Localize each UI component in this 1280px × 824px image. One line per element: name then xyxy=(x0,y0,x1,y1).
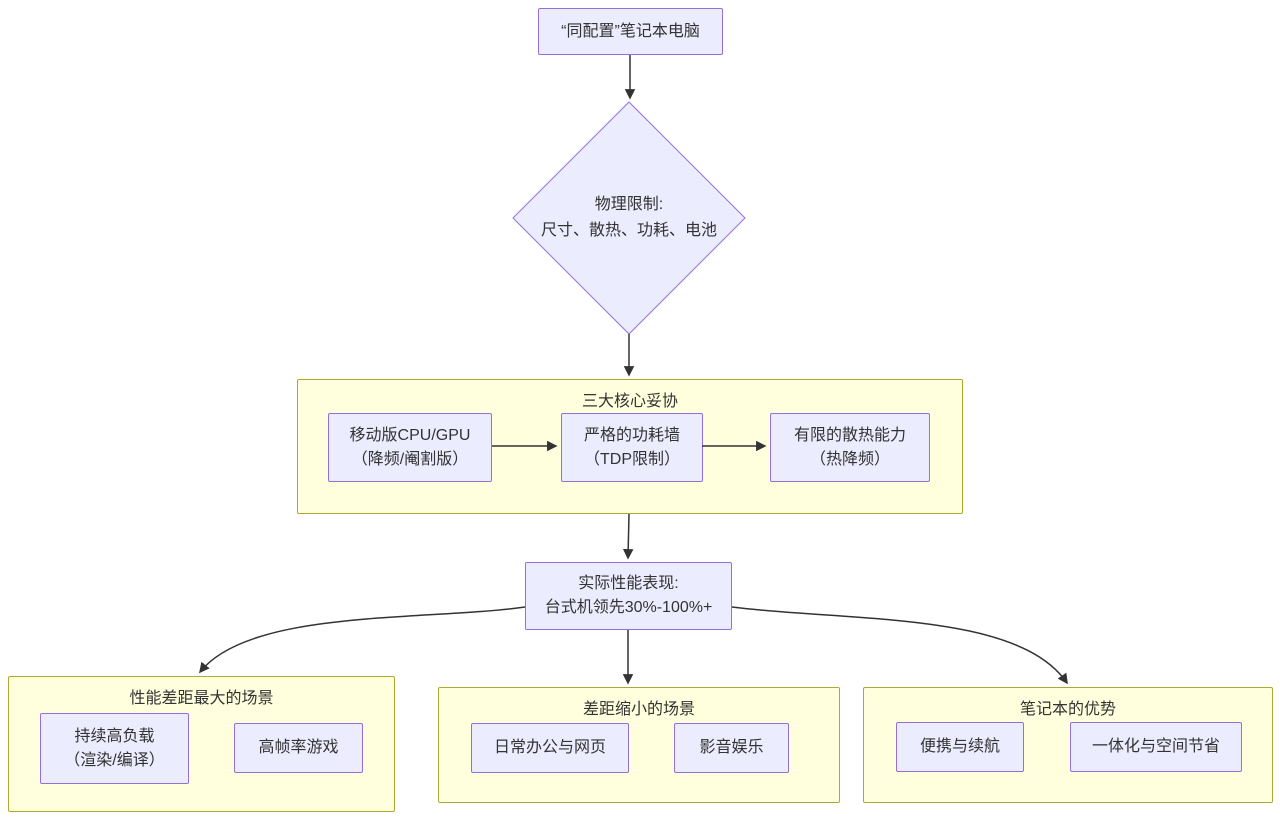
node-same-config-laptop[interactable]: “同配置”笔记本电脑 xyxy=(538,8,723,55)
decision-label: 物理限制: 尺寸、散热、功耗、电池 xyxy=(505,192,753,244)
node-daily-office-web[interactable]: 日常办公与网页 xyxy=(471,723,629,773)
node-line: 便携与续航 xyxy=(919,738,1000,755)
group-laptop-advantages: 笔记本的优势 便携与续航 一体化与空间节省 xyxy=(863,687,1273,803)
node-line: 物理限制: xyxy=(594,196,664,213)
group-title: 笔记本的优势 xyxy=(1019,701,1116,718)
group-title: 三大核心妥协 xyxy=(581,393,678,410)
node-line: 严格的功耗墙 xyxy=(583,426,680,444)
node-mobile-cpu-gpu[interactable]: 移动版CPU/GPU （降频/阉割版） xyxy=(328,413,492,482)
node-line: （降频/阉割版） xyxy=(351,450,469,468)
group-title: 差距缩小的场景 xyxy=(582,701,695,718)
node-line: 台式机领先30%-100%+ xyxy=(544,599,713,616)
node-line: 持续高负载 xyxy=(74,727,155,745)
node-line: 尺寸、散热、功耗、电池 xyxy=(540,222,717,239)
node-line: （渲染/编译） xyxy=(64,751,165,769)
node-portability-battery[interactable]: 便携与续航 xyxy=(896,722,1024,772)
node-performance-result[interactable]: 实际性能表现: 台式机领先30%-100%+ xyxy=(525,562,732,630)
node-integration-space-saving[interactable]: 一体化与空间节省 xyxy=(1070,722,1242,772)
node-label: “同配置”笔记本电脑 xyxy=(561,22,700,40)
group-narrowed-gap-scenarios: 差距缩小的场景 日常办公与网页 影音娱乐 xyxy=(438,687,840,803)
group-biggest-gap-scenarios: 性能差距最大的场景 持续高负载 （渲染/编译） 高帧率游戏 xyxy=(8,676,395,812)
node-line: 实际性能表现: xyxy=(578,575,679,592)
node-sustained-high-load[interactable]: 持续高负载 （渲染/编译） xyxy=(40,713,189,784)
group-title: 性能差距最大的场景 xyxy=(129,690,274,707)
group-core-compromises: 三大核心妥协 移动版CPU/GPU （降频/阉割版） 严格的功耗墙 （TDP限制… xyxy=(297,379,963,514)
node-line: （TDP限制） xyxy=(583,450,680,468)
node-line: 有限的散热能力 xyxy=(793,426,906,444)
node-limited-cooling[interactable]: 有限的散热能力 （热降频） xyxy=(770,413,930,482)
node-line: 影音娱乐 xyxy=(699,739,764,756)
node-line: 一体化与空间节省 xyxy=(1091,738,1220,755)
node-line: 日常办公与网页 xyxy=(493,739,606,756)
node-line: （热降频） xyxy=(809,450,890,468)
node-media-entertainment[interactable]: 影音娱乐 xyxy=(674,723,789,773)
node-high-fps-gaming[interactable]: 高帧率游戏 xyxy=(234,723,363,773)
node-line: 移动版CPU/GPU xyxy=(349,426,471,444)
node-line: 高帧率游戏 xyxy=(258,739,339,756)
node-power-wall[interactable]: 严格的功耗墙 （TDP限制） xyxy=(561,413,703,482)
